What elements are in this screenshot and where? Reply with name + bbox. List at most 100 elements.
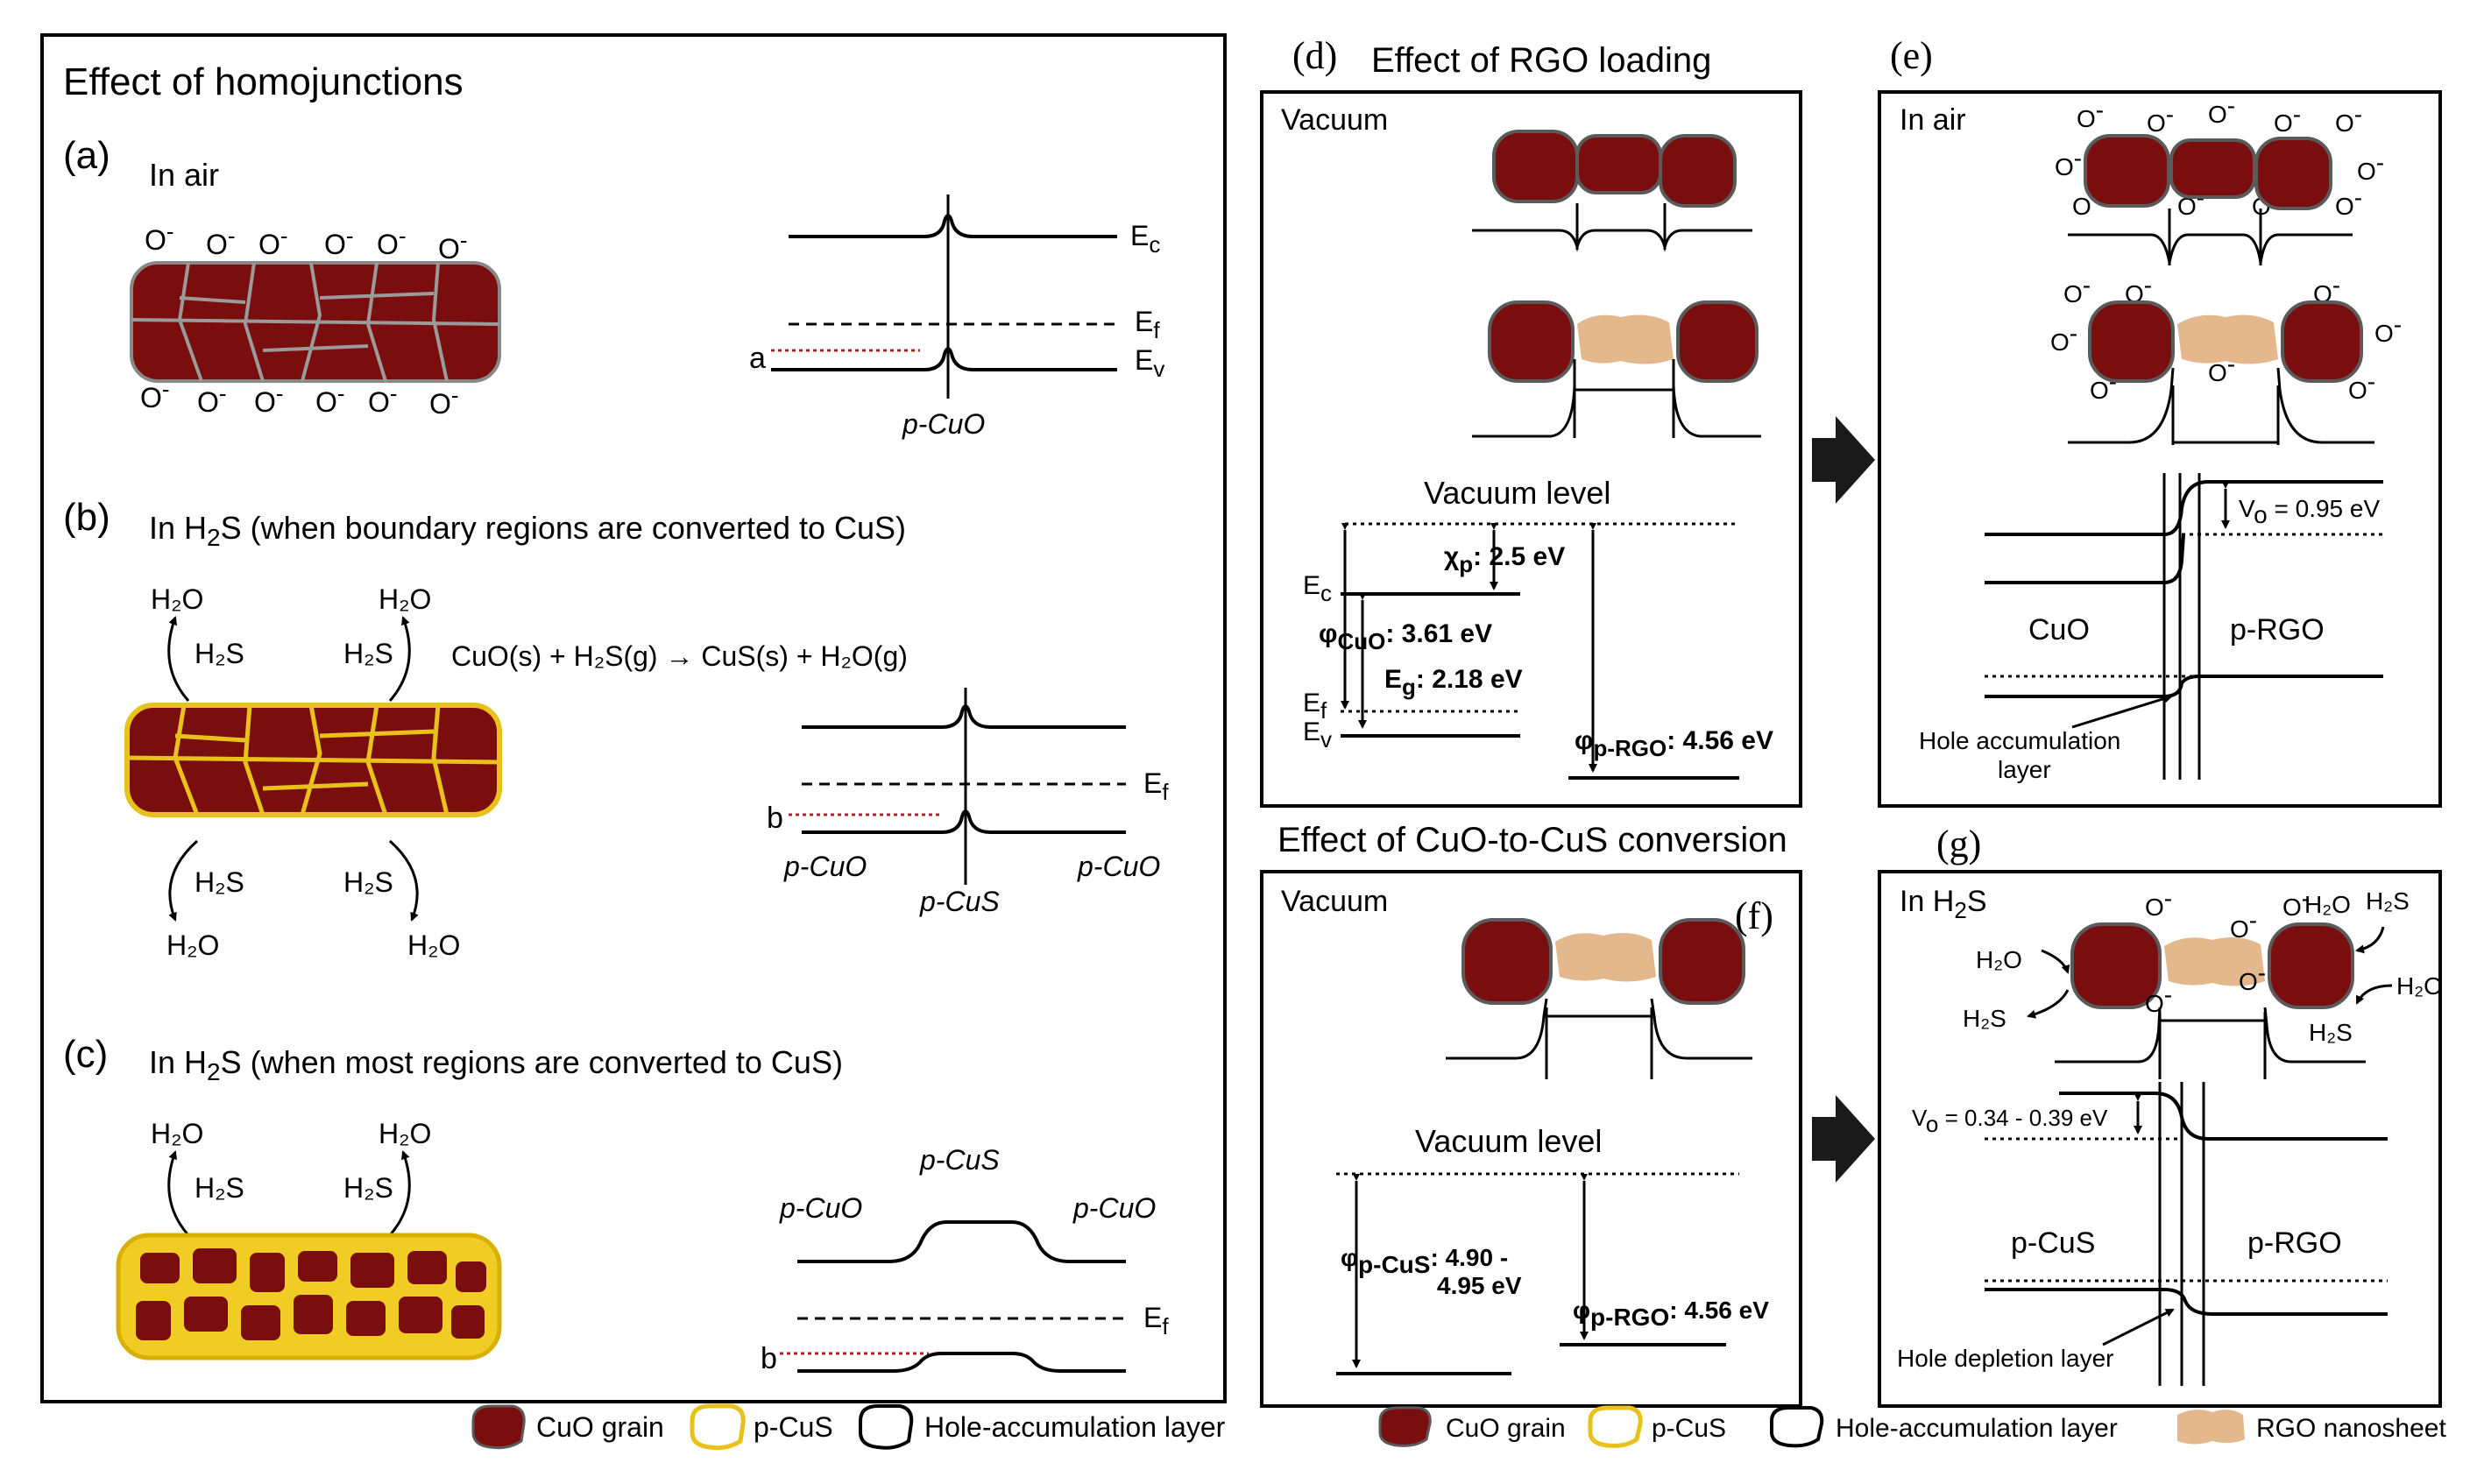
svg-text:p-CuS: p-CuS <box>1652 1414 1726 1443</box>
label-c: (c) <box>63 1033 108 1076</box>
svg-text:b: b <box>767 802 783 835</box>
svg-text:p-RGO: p-RGO <box>2247 1226 2342 1260</box>
svg-text:O-: O- <box>315 380 345 418</box>
svg-text:RGO nanosheet: RGO nanosheet <box>2256 1414 2446 1443</box>
svg-text:Hole-accumulation layer: Hole-accumulation layer <box>924 1411 1226 1443</box>
grains-e-rgo <box>2068 300 2374 445</box>
band-diagram-e: Vo = 0.95 eV CuO p-RGO Hole accumulation… <box>1919 473 2383 783</box>
svg-text:a: a <box>749 342 766 375</box>
panel-g-frame <box>1878 870 2442 1408</box>
svg-text:O-: O- <box>2274 101 2301 137</box>
svg-text:H₂S: H₂S <box>2309 1019 2353 1046</box>
svg-text:χp: 2.5 eV: χp: 2.5 eV <box>1444 542 1565 577</box>
gas-exchange-g: O- O- O- O- O- H₂O H₂S H₂O H₂S H₂O H₂S <box>1963 885 2443 1046</box>
svg-text:O-: O- <box>429 382 459 420</box>
arrow-d-to-e <box>1812 416 1875 504</box>
svg-text:H₂S: H₂S <box>2366 887 2410 915</box>
homojunction-title: Effect of homojunctions <box>63 60 464 103</box>
svg-text:p-CuS: p-CuS <box>919 1144 1000 1176</box>
svg-text:O-: O- <box>2147 101 2174 137</box>
label-g: (g) <box>1936 823 1981 866</box>
svg-text:Hole accumulation: Hole accumulation <box>1919 727 2120 754</box>
label-b: (b) <box>63 496 110 539</box>
left-legend: CuO grain p-CuS Hole-accumulation layer <box>471 1403 1226 1451</box>
svg-text:Ef: Ef <box>1143 1302 1169 1339</box>
svg-text:O-: O- <box>2077 96 2104 132</box>
svg-text:Vo = 0.34 - 0.39 eV: Vo = 0.34 - 0.39 eV <box>1912 1105 2108 1137</box>
svg-text:p-RGO: p-RGO <box>2230 613 2325 647</box>
svg-text:O-: O- <box>140 376 170 413</box>
condition-a: In air <box>149 157 219 193</box>
svg-text:φp-CuS: 4.90 -: φp-CuS: 4.90 - <box>1341 1244 1508 1278</box>
condition-c: In H2S (when most regions are converted … <box>149 1044 843 1085</box>
svg-text:Ev: Ev <box>1303 717 1332 753</box>
svg-text:O-: O- <box>258 223 288 260</box>
svg-text:O-: O- <box>2050 320 2077 356</box>
svg-text:b: b <box>761 1342 777 1375</box>
svg-text:p-CuO: p-CuO <box>1072 1192 1156 1224</box>
svg-text:layer: layer <box>1998 756 2051 783</box>
svg-text:O-: O- <box>2335 184 2362 220</box>
reaction-equation: CuO(s) + H₂S(g) → CuS(s) + H₂O(g) <box>451 640 908 672</box>
svg-text:O-: O- <box>2335 101 2362 137</box>
svg-text:H₂O: H₂O <box>166 929 219 961</box>
svg-text:CuO grain: CuO grain <box>536 1411 664 1443</box>
svg-text:H₂O: H₂O <box>379 583 431 615</box>
band-diagram-b: Ef b p-CuO p-CuS p-CuO <box>767 688 1169 917</box>
svg-text:p-CuO: p-CuO <box>902 408 985 440</box>
svg-text:Vacuum level: Vacuum level <box>1424 475 1610 511</box>
svg-text:O-: O- <box>2055 145 2082 180</box>
svg-text:H₂O: H₂O <box>151 583 203 615</box>
oxygen-ions-a-top: O- O- O- O- O- O- <box>145 218 468 265</box>
condition-b: In H2S (when boundary regions are conver… <box>149 510 906 551</box>
svg-text:O-: O- <box>2145 981 2172 1017</box>
svg-text:H₂S: H₂S <box>343 638 393 669</box>
svg-text:Hole-accumulation layer: Hole-accumulation layer <box>1836 1414 2118 1443</box>
svg-text:O-: O- <box>2357 149 2384 185</box>
label-f: (f) <box>1735 894 1773 937</box>
svg-text:Ef: Ef <box>1303 689 1327 724</box>
svg-text:H₂S: H₂S <box>195 1172 244 1204</box>
label-d: (d) <box>1292 34 1337 77</box>
svg-text:Ev: Ev <box>1135 344 1164 382</box>
grains-d-rgo <box>1472 300 1761 438</box>
svg-text:O-: O- <box>254 380 284 418</box>
band-diagram-c: p-CuS p-CuO p-CuO Ef b <box>761 1144 1169 1375</box>
label-a: (a) <box>63 134 110 177</box>
svg-text:Hole depletion layer: Hole depletion layer <box>1897 1345 2114 1372</box>
svg-text:H₂O: H₂O <box>1976 946 2022 973</box>
svg-text:CuO grain: CuO grain <box>1446 1414 1566 1443</box>
svg-text:O-: O- <box>2145 885 2172 921</box>
svg-text:H₂O: H₂O <box>379 1118 431 1149</box>
svg-text:O-: O- <box>324 223 354 260</box>
svg-text:p-CuS: p-CuS <box>2011 1226 2095 1260</box>
svg-text:Ec: Ec <box>1130 220 1160 258</box>
svg-text:H₂S: H₂S <box>343 1172 393 1204</box>
svg-text:Ef: Ef <box>1143 767 1169 805</box>
svg-text:H₂S: H₂S <box>343 866 393 898</box>
gas-exchange-b-bottom: H₂S H₂O H₂S H₂O <box>166 839 460 961</box>
svg-text:Vacuum level: Vacuum level <box>1415 1123 1602 1159</box>
grains-e-top <box>2068 134 2353 265</box>
svg-text:φp-RGO: 4.56 eV: φp-RGO: 4.56 eV <box>1573 1297 1769 1331</box>
svg-text:Ef: Ef <box>1135 306 1160 343</box>
label-e: (e) <box>1890 34 1933 77</box>
svg-text:O-: O- <box>206 223 236 260</box>
svg-text:CuO: CuO <box>2028 613 2090 647</box>
svg-text:O-: O- <box>2208 92 2235 128</box>
title-d: Effect of RGO loading <box>1371 41 1711 80</box>
oxygen-ions-a-bottom: O- O- O- O- O- O- <box>140 376 459 420</box>
condition-f: Vacuum <box>1281 885 1388 918</box>
svg-text:H₂S: H₂S <box>195 638 244 669</box>
svg-text:H₂O: H₂O <box>2304 891 2351 918</box>
svg-text:H₂S: H₂S <box>195 866 244 898</box>
svg-text:O-: O- <box>2282 885 2310 921</box>
panel-f-frame <box>1260 870 1802 1408</box>
svg-text:O-: O- <box>2239 959 2266 995</box>
grains-f <box>1446 918 1752 1079</box>
svg-text:O-: O- <box>145 218 174 256</box>
svg-text:O-: O- <box>368 380 398 418</box>
condition-e: In air <box>1900 103 1966 137</box>
band-diagram-f: Vacuum level φp-CuS: 4.90 - 4.95 eV φp-R… <box>1336 1123 1769 1375</box>
